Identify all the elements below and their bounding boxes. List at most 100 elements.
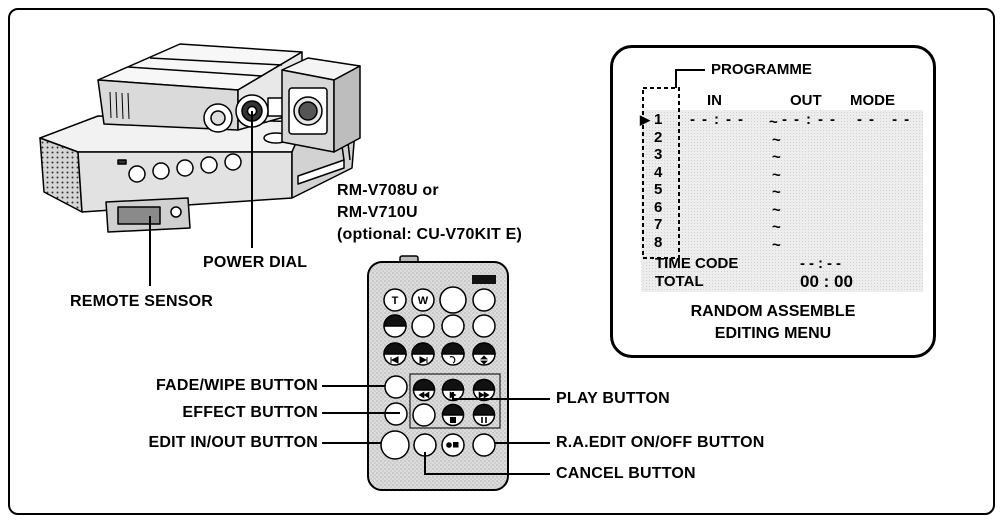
loop-icon — [449, 356, 456, 364]
button-dark-cap — [472, 378, 496, 391]
programme-row-separator: ~ — [772, 202, 781, 219]
camcorder — [39, 43, 361, 233]
button-dark-cap — [412, 378, 436, 391]
frame-back-icon — [390, 356, 399, 364]
figure-frame — [8, 8, 995, 515]
zoom-wide-button — [411, 288, 435, 312]
column-header-in: IN — [707, 92, 722, 109]
stop-icon — [450, 417, 456, 423]
button-dark-cap — [441, 342, 465, 355]
camcorder-button — [152, 162, 170, 180]
programme-row-separator: ~ — [772, 219, 781, 236]
play-callout: PLAY BUTTON — [556, 390, 670, 407]
time-code-value: --:-- — [800, 255, 845, 272]
lid-ridge-lines — [127, 57, 283, 77]
menu-cursor: ▶ — [640, 112, 650, 127]
remote-model-line-1: RM-V708U or — [337, 182, 439, 199]
camcorder-button — [128, 165, 146, 183]
programme-row-number: 6 — [654, 198, 663, 216]
programme-row-number: 7 — [654, 216, 663, 233]
remote-sensor-label: REMOTE SENSOR — [70, 293, 214, 310]
zoom-tele-button — [383, 288, 407, 312]
ra-edit-button — [472, 433, 496, 457]
programme-row-separator: ~ — [772, 184, 781, 201]
transport-panel — [409, 373, 501, 429]
camcorder-button — [200, 156, 218, 174]
record-icon — [453, 442, 459, 448]
edit-in-out-button — [380, 430, 410, 460]
programme-number-box — [642, 87, 680, 259]
lens-glass — [298, 101, 318, 121]
remote-model-line-3: (optional: CU-V70KIT E) — [337, 226, 523, 243]
zoom-wide-letter: W — [418, 295, 429, 307]
programme-row-number: 8 — [654, 233, 663, 251]
camcorder-button — [224, 153, 242, 171]
editing-menu-panel — [610, 45, 936, 358]
cassette-slot — [297, 159, 345, 185]
button-dark-cap — [411, 342, 435, 355]
remote-sensor-window — [117, 206, 161, 225]
side-vent — [109, 91, 130, 120]
remote-large-button — [439, 286, 467, 314]
programme-row-separator: ~ — [772, 237, 781, 254]
menu-caption-line-2: EDITING MENU — [714, 325, 832, 342]
ra-edit-callout: R.A.EDIT ON/OFF BUTTON — [556, 434, 765, 451]
button-dark-cap — [441, 378, 465, 391]
effect-callout: EFFECT BUTTON — [182, 404, 318, 421]
remote-button — [472, 314, 496, 338]
mode-dial-center — [210, 110, 226, 126]
column-header-mode: MODE — [850, 92, 895, 109]
button-dark-cap — [383, 314, 407, 327]
programme-row-out: --:-- — [782, 111, 842, 128]
total-label: TOTAL — [655, 273, 704, 290]
fast-forward-icon — [478, 391, 490, 399]
programme-row-separator: ~ — [772, 167, 781, 184]
programme-row-in: --:-- — [690, 111, 750, 128]
button-dark-cap — [472, 403, 496, 416]
cancel-callout: CANCEL BUTTON — [556, 465, 696, 482]
remote-ir-window — [472, 275, 496, 284]
remote-model-line-2: RM-V710U — [337, 204, 418, 221]
power-dial-label: POWER DIAL — [203, 254, 308, 271]
record-icon — [446, 442, 452, 448]
button-dark-cap — [383, 342, 407, 355]
rewind-icon — [418, 391, 430, 399]
fade-wipe-callout: FADE/WIPE BUTTON — [155, 377, 318, 394]
zoom-tele-letter: T — [392, 295, 399, 307]
remote-control — [367, 255, 509, 491]
callout-lines — [322, 385, 550, 475]
lens-block-side — [333, 65, 361, 153]
time-code-label: TIME CODE — [655, 255, 739, 272]
edit-in-out-callout: EDIT IN/OUT BUTTON — [148, 434, 318, 451]
pause-icon — [481, 417, 487, 423]
menu-caption-line-1: RANDOM ASSEMBLE — [690, 303, 856, 320]
button-dark-cap — [472, 342, 496, 355]
cancel-pointer — [424, 452, 550, 475]
programme-row-separator: ~ — [772, 149, 781, 166]
total-value: 00 : 00 — [800, 272, 853, 291]
programme-pointer — [675, 69, 705, 88]
fade-wipe-button — [384, 375, 408, 399]
programme-row-number: 5 — [654, 181, 663, 198]
frame-forward-icon — [419, 356, 428, 364]
programme-row-number: 2 — [654, 128, 663, 146]
remote-button — [472, 288, 496, 312]
column-header-out: OUT — [790, 92, 822, 109]
up-down-icon — [480, 355, 488, 365]
programme-row-separator: ~ — [772, 132, 781, 149]
programme-row-separator: ~ — [769, 114, 778, 131]
remote-button — [411, 314, 435, 338]
programme-row-number: 3 — [654, 146, 663, 163]
sensor-screw-icon — [170, 206, 182, 218]
programme-label: PROGRAMME — [711, 61, 812, 78]
programme-row-mode: -- -- — [857, 111, 917, 128]
remote-button — [441, 314, 465, 338]
programme-row-number: 4 — [654, 163, 663, 181]
camcorder-indicator — [117, 159, 127, 165]
remote-button — [412, 403, 436, 427]
play-pointer — [452, 392, 550, 400]
programme-row-number: 1 — [654, 111, 663, 128]
menu-screen-area — [641, 110, 923, 292]
button-dark-cap — [441, 403, 465, 416]
